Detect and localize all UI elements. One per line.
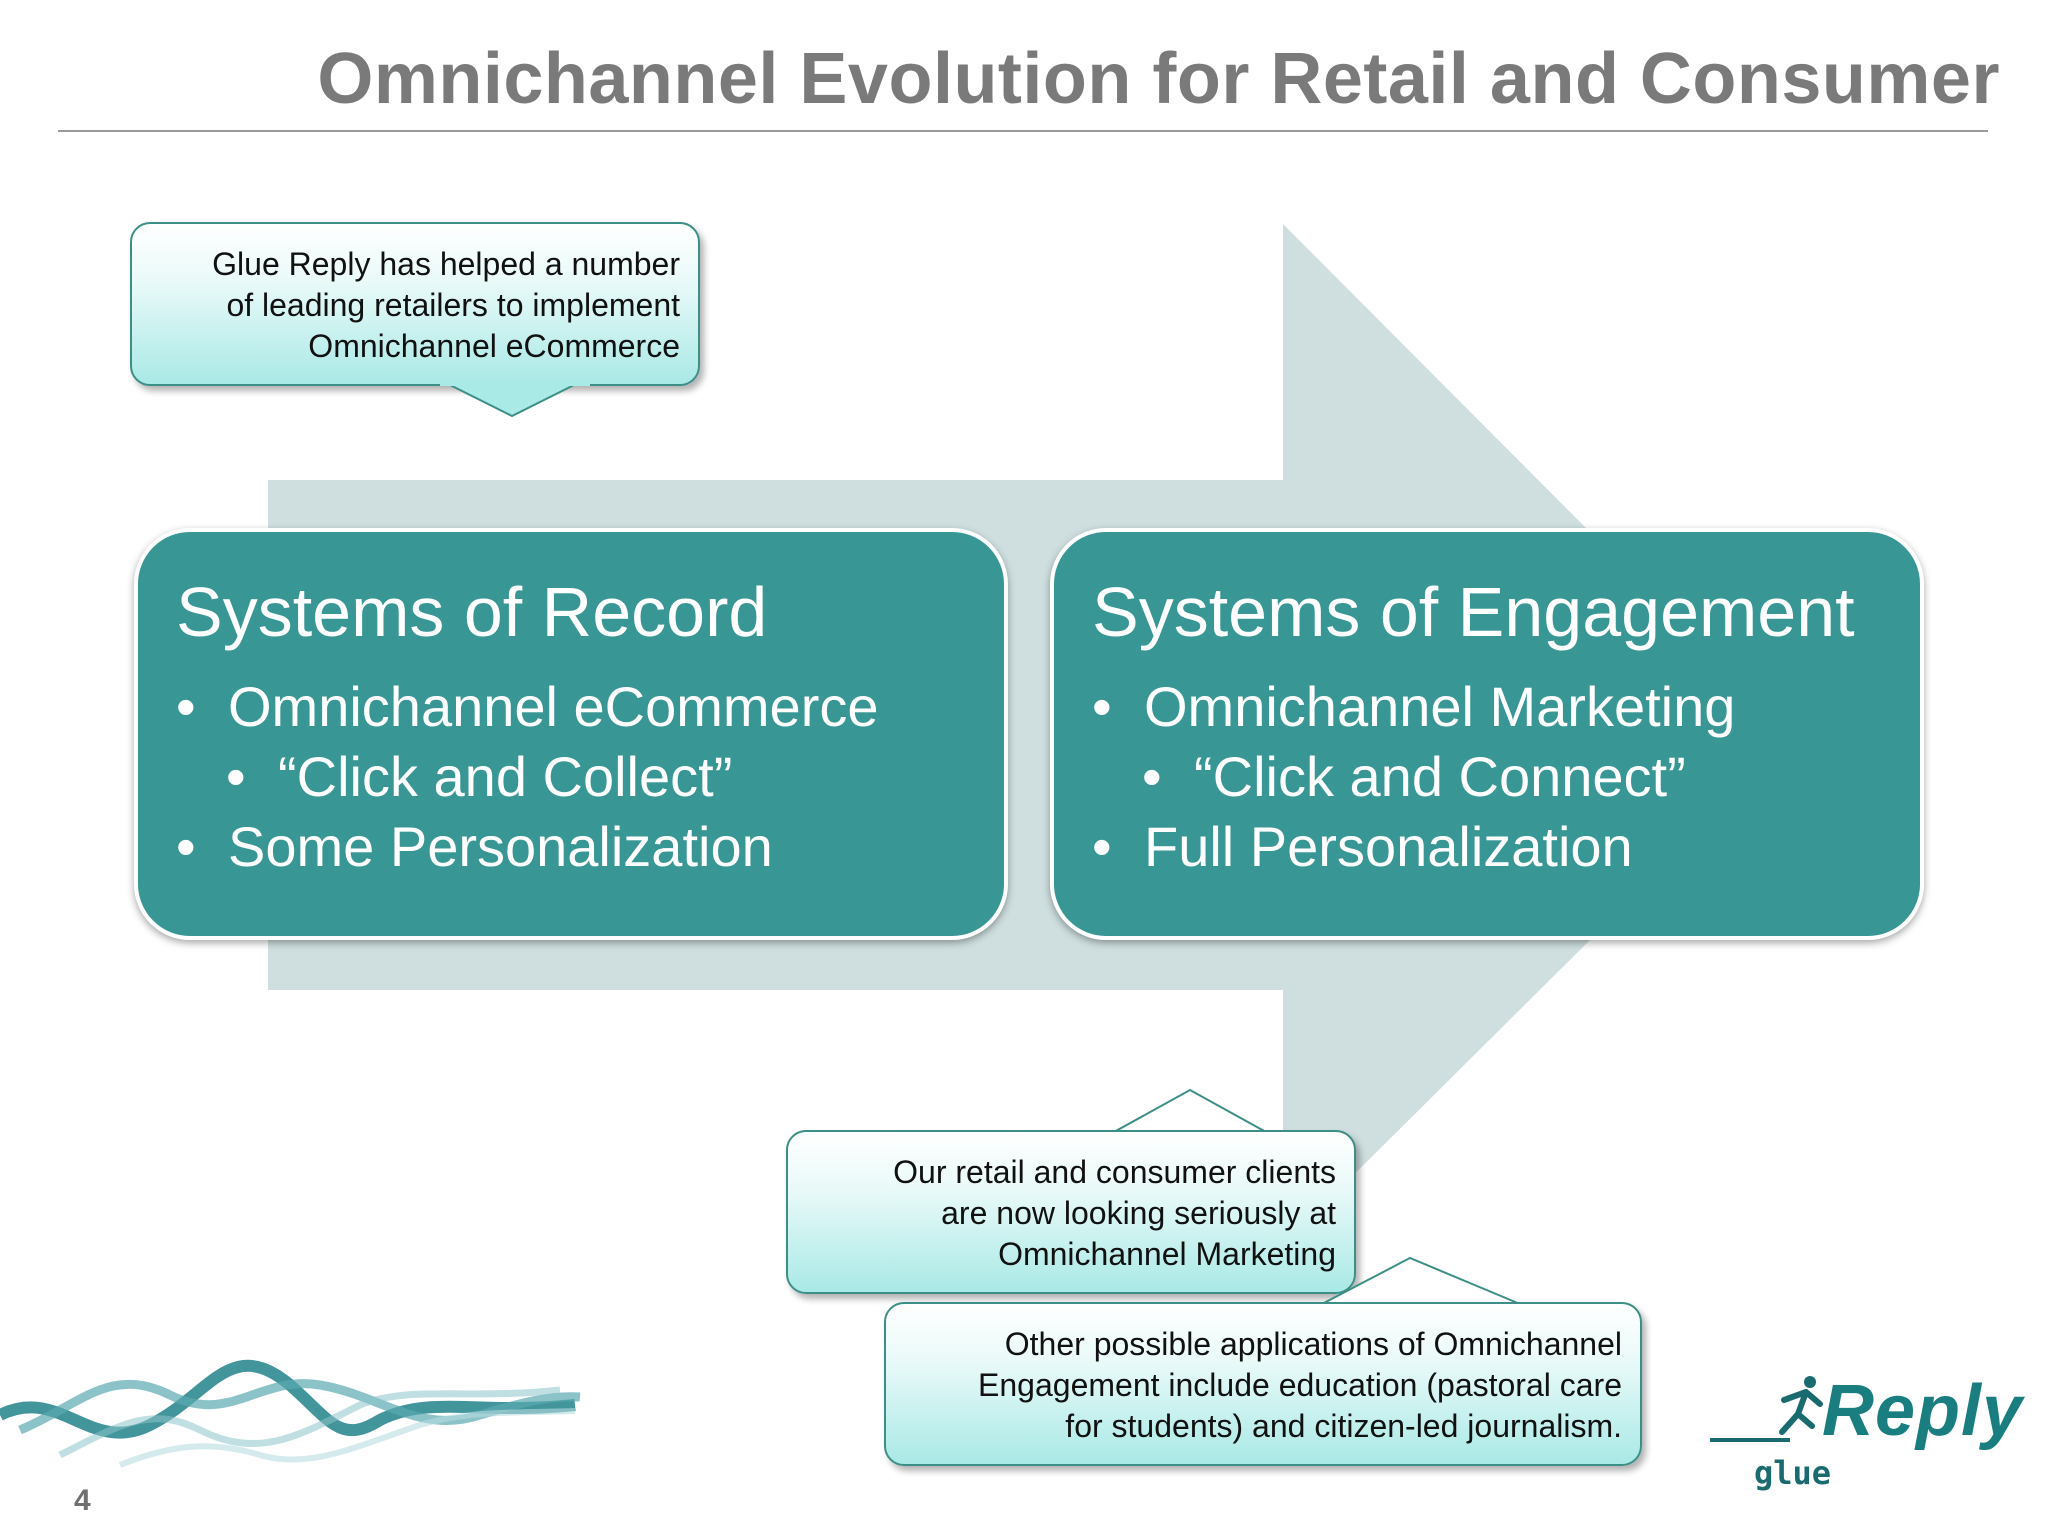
callout-tail: [1113, 1088, 1267, 1133]
logo-underline: [1710, 1438, 1790, 1442]
glue-reply-logo: Reply glue: [1710, 1370, 2022, 1500]
decorative-waves: [0, 1359, 581, 1468]
callout-marketing: Our retail and consumer clients are now …: [786, 1130, 1356, 1294]
systems-of-record-box: Systems of Record •Omnichannel eCommerce…: [134, 528, 1008, 940]
bullet-icon: •: [176, 815, 196, 878]
page-number: 4: [74, 1484, 91, 1517]
title-divider: [58, 130, 1988, 132]
bullet-icon: •: [1142, 745, 1162, 808]
bullet-icon: •: [1092, 815, 1112, 878]
systems-of-engagement-box: Systems of Engagement •Omnichannel Marke…: [1050, 528, 1924, 940]
bullet-item: •Omnichannel eCommerce: [176, 675, 879, 738]
bullet-item: •Omnichannel Marketing: [1092, 675, 1736, 738]
logo-word: Reply: [1822, 1371, 2024, 1451]
logo-sub: glue: [1754, 1454, 1832, 1492]
bullet-icon: •: [1092, 675, 1112, 738]
box-title: Systems of Record: [176, 573, 768, 651]
callout-tail: [440, 382, 590, 418]
bullet-item: •Some Personalization: [176, 815, 773, 878]
callout-tail: [1321, 1256, 1521, 1305]
bullet-icon: •: [226, 745, 246, 808]
sub-bullet-item: •“Click and Connect”: [1142, 745, 1686, 808]
callout-other-applications: Other possible applications of Omnichann…: [884, 1302, 1642, 1466]
slide-title: Omnichannel Evolution for Retail and Con…: [317, 39, 2000, 119]
bullet-item: •Full Personalization: [1092, 815, 1633, 878]
bullet-icon: •: [176, 675, 196, 738]
box-title: Systems of Engagement: [1092, 573, 1855, 651]
callout-ecommerce: Glue Reply has helped a number of leadin…: [130, 222, 700, 386]
sub-bullet-item: •“Click and Collect”: [226, 745, 733, 808]
running-figure-icon: [1779, 1376, 1823, 1435]
